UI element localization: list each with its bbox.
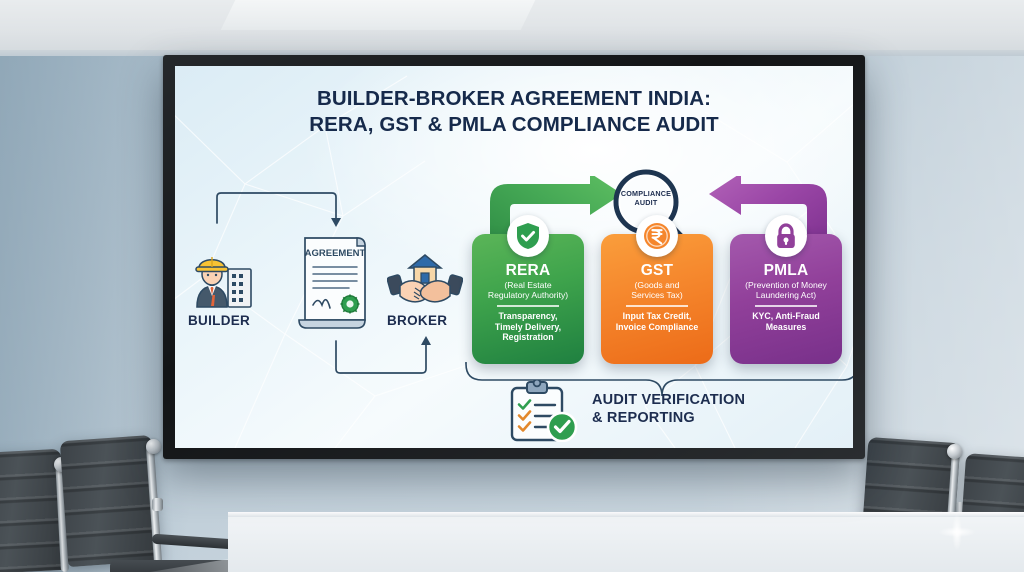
card-pmla-desc-line-2: Measures <box>765 321 807 332</box>
cards-to-audit-bracket <box>465 362 853 397</box>
flow-connector-arrows <box>216 192 431 374</box>
card-gst[interactable]: GST (Goods and Services Tax) Input Tax C… <box>601 215 713 364</box>
card-divider <box>626 305 688 307</box>
handshake-house-icon <box>387 254 463 303</box>
card-divider <box>497 305 559 307</box>
seal-icon <box>340 294 360 314</box>
card-pmla-subtitle: (Prevention of Money Laundering Act) <box>730 280 842 300</box>
audit-line-2: & REPORTING <box>592 409 695 426</box>
card-rera-subtitle-line-1: (Real Estate <box>504 280 552 290</box>
arrowhead-down <box>331 218 341 227</box>
ceiling-edge <box>0 50 1024 58</box>
shield-check-icon <box>507 215 549 257</box>
table-highlight-sparkle <box>930 505 984 559</box>
card-rera-desc-line-3: Registration <box>502 332 554 343</box>
clipboard-check-icon <box>510 380 578 442</box>
chair-back <box>59 434 161 568</box>
card-gst-subtitle: (Goods and Services Tax) <box>601 280 713 300</box>
card-gst-subtitle-line-2: Services Tax) <box>631 290 683 301</box>
compliance-cards: RERA (Real Estate Regulatory Authority) … <box>472 215 842 364</box>
audit-verification-section: AUDIT VERIFICATION & REPORTING <box>500 378 780 442</box>
lock-icon <box>765 215 807 257</box>
card-pmla-title: PMLA <box>763 262 809 279</box>
card-rera-description: Transparency, Timely Delivery, Registrat… <box>472 311 584 343</box>
builder-broker-flow: BUILDER AGREEMENT <box>188 191 475 381</box>
presentation-slide: BUILDER-BROKER AGREEMENT INDIA: RERA, GS… <box>175 66 853 448</box>
audit-line-1: AUDIT VERIFICATION <box>592 392 746 408</box>
title-line-2: RERA, GST & PMLA COMPLIANCE AUDIT <box>309 113 719 136</box>
presentation-screen-frame: BUILDER-BROKER AGREEMENT INDIA: RERA, GS… <box>163 55 865 459</box>
card-rera-subtitle: (Real Estate Regulatory Authority) <box>472 280 584 300</box>
magnifier-line-1: COMPLIANCE <box>620 189 672 198</box>
table-bevel <box>228 512 1024 517</box>
magnifier-line-2: AUDIT <box>634 197 658 207</box>
ceiling-recess <box>220 0 536 30</box>
agreement-title-text: AGREEMENT <box>305 248 366 259</box>
card-gst-subtitle-line-1: (Goods and <box>634 280 680 290</box>
card-divider <box>755 305 817 307</box>
card-gst-description: Input Tax Credit, Invoice Compliance <box>601 311 713 333</box>
chair-chrome-tab <box>152 498 163 511</box>
card-pmla-desc-line-1: KYC, Anti-Fraud <box>752 310 820 321</box>
chair-knob <box>947 444 962 459</box>
chair-knob <box>146 439 161 454</box>
card-rera-desc-line-1: Transparency, <box>498 310 558 321</box>
card-pmla-subtitle-line-2: Laundering Act) <box>755 290 817 301</box>
card-rera[interactable]: RERA (Real Estate Regulatory Authority) … <box>472 215 584 364</box>
arrowhead-up <box>421 336 431 345</box>
audit-verification-label: AUDIT VERIFICATION & REPORTING <box>592 392 745 427</box>
card-gst-title: GST <box>640 262 674 279</box>
construction-worker-icon <box>195 257 252 308</box>
card-rera-title: RERA <box>505 262 551 279</box>
card-gst-desc-line-2: Invoice Compliance <box>615 321 699 332</box>
card-rera-desc-line-2: Timely Delivery, <box>494 321 562 332</box>
magnifier-text: COMPLIANCE AUDIT <box>617 189 675 207</box>
broker-label: BROKER <box>387 313 448 328</box>
card-rera-subtitle-line-2: Regulatory Authority) <box>487 290 569 301</box>
page-title: BUILDER-BROKER AGREEMENT INDIA: RERA, GS… <box>175 86 853 138</box>
conference-table <box>228 512 1024 572</box>
card-pmla-description: KYC, Anti-Fraud Measures <box>730 311 842 333</box>
card-gst-desc-line-1: Input Tax Credit, <box>622 310 692 321</box>
builder-label: BUILDER <box>188 313 251 328</box>
card-pmla-subtitle-line-1: (Prevention of Money <box>745 280 827 290</box>
card-pmla[interactable]: PMLA (Prevention of Money Laundering Act… <box>730 215 842 364</box>
purple-elbow-arrow-left-icon <box>709 176 827 256</box>
green-elbow-arrow-right-icon <box>490 176 622 256</box>
title-line-1: BUILDER-BROKER AGREEMENT INDIA: <box>316 87 712 110</box>
green-check-badge-icon <box>546 411 578 442</box>
agreement-scroll-icon: AGREEMENT <box>298 237 366 329</box>
rupee-coin-icon <box>636 215 678 257</box>
